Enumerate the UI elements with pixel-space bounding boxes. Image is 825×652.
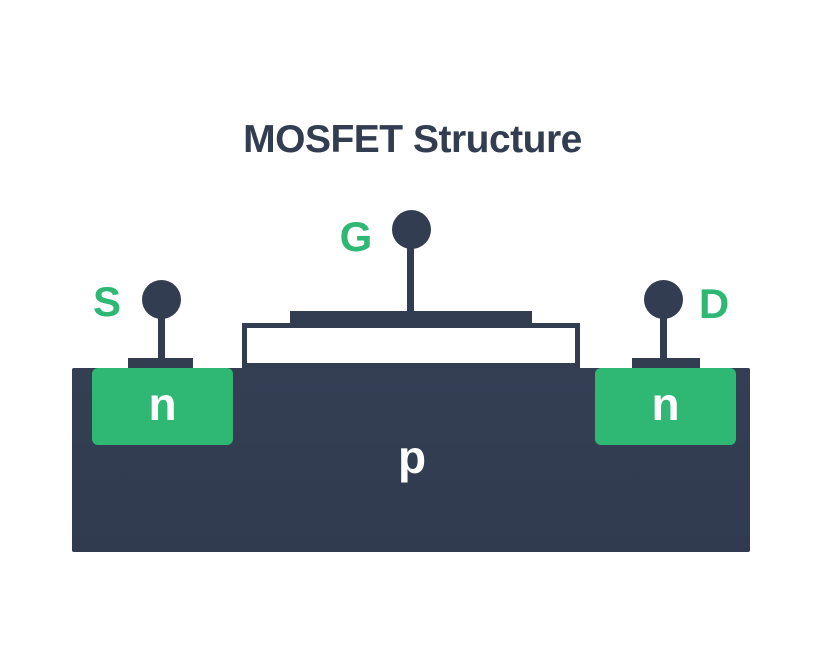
diagram-title: MOSFET Structure xyxy=(243,118,582,161)
n-region-source: n xyxy=(92,368,233,445)
n-region-drain: n xyxy=(595,368,736,445)
gate-terminal-circle xyxy=(392,210,431,249)
n-region-source-label: n xyxy=(148,377,177,430)
drain-terminal-circle xyxy=(644,280,683,319)
substrate-label: p xyxy=(397,431,427,483)
source-contact-bar xyxy=(128,358,193,368)
source-terminal-circle xyxy=(142,280,181,319)
gate-terminal-label: G xyxy=(339,213,373,260)
gate-oxide-outline xyxy=(242,323,580,368)
source-lead-wire xyxy=(158,317,165,358)
drain-contact-bar xyxy=(632,358,700,368)
drain-lead-wire xyxy=(660,317,667,358)
gate-lead-wire xyxy=(407,246,414,312)
gate-electrode-bar xyxy=(290,311,532,325)
drain-terminal-label: D xyxy=(698,280,730,327)
n-region-drain-label: n xyxy=(651,377,680,430)
source-terminal-label: S xyxy=(92,278,122,325)
